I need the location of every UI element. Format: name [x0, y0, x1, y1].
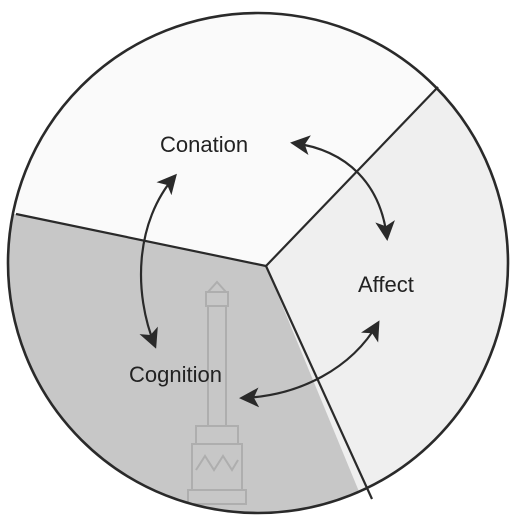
cognition-label: Cognition	[129, 362, 222, 387]
affect-label: Affect	[358, 272, 414, 297]
relationship-arrows	[139, 135, 395, 408]
outer-circle	[6, 11, 510, 515]
cognition-sector	[8, 214, 372, 513]
conation-label: Conation	[160, 132, 248, 157]
arrow-conation-affect	[290, 135, 395, 241]
arrow-cognition-conation	[139, 173, 177, 349]
chess-tower-watermark-icon	[187, 280, 247, 505]
arrow-affect-cognition	[239, 320, 380, 408]
